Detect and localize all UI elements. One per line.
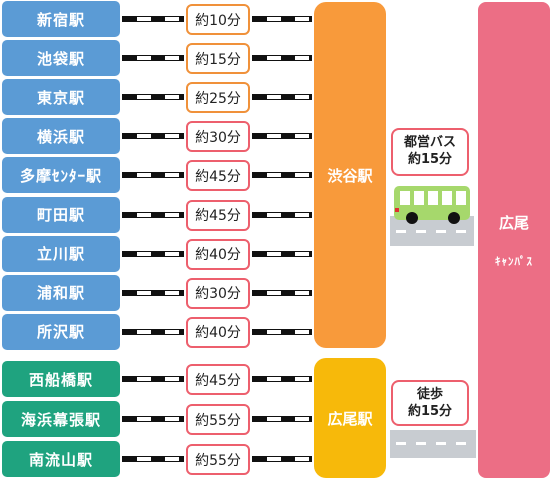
shibuya-route-track-left (122, 250, 184, 257)
shibuya-route-time: 約10分 (186, 4, 250, 35)
shibuya-route-track-right (252, 133, 312, 140)
shibuya-route-time: 約30分 (186, 277, 250, 309)
campus-sub: ｷｬﾝﾊﾟｽ (495, 254, 533, 268)
hiroo-route-track-left (122, 416, 184, 422)
shibuya-route-track-right (252, 289, 312, 296)
hiroo-route-track-left (122, 376, 184, 382)
hiroo-route-track-right (252, 416, 312, 422)
shibuya-route-track-left (122, 172, 184, 179)
bus-wheel-front (406, 212, 418, 224)
shibuya-route-station: 浦和駅 (2, 274, 120, 311)
shibuya-route-track-left (122, 211, 184, 218)
shibuya-route-track-left (122, 328, 184, 335)
shibuya-route-station: 多摩ｾﾝﾀｰ駅 (2, 157, 120, 194)
shibuya-route-time: 約40分 (186, 316, 250, 348)
shibuya-route-station: 東京駅 (2, 79, 120, 116)
hiroo-route-time: 約45分 (186, 364, 250, 395)
hiroo-route-track-right (252, 456, 312, 462)
walk-transfer-line2: 約15分 (407, 404, 453, 419)
bus-light (395, 208, 399, 212)
shibuya-route-time: 約45分 (186, 160, 250, 192)
shibuya-route-station: 新宿駅 (2, 1, 120, 37)
shibuya-route-track-right (252, 172, 312, 179)
shibuya-route-time: 約15分 (186, 43, 250, 75)
shibuya-route-track-left (122, 289, 184, 296)
shibuya-route-track-right (252, 328, 312, 335)
shibuya-route-station: 所沢駅 (2, 313, 120, 350)
shibuya-route-time: 約45分 (186, 199, 250, 231)
shibuya-route-track-right (252, 16, 312, 22)
bus-wheel-rear (448, 212, 460, 224)
shibuya-route-track-right (252, 211, 312, 218)
hiroo-hub-label: 広尾駅 (327, 409, 373, 428)
road-icon (390, 430, 476, 458)
bus-transfer-line1: 都営バス (403, 135, 456, 150)
bus-transfer-line2: 約15分 (407, 152, 453, 167)
hiroo-route-station: 南流山駅 (2, 441, 120, 477)
hiroo-route-station: 西船橋駅 (2, 361, 120, 397)
shibuya-route-track-right (252, 55, 312, 62)
walk-transfer-note: 徒歩 約15分 (391, 380, 469, 426)
bus-road-marking (396, 230, 406, 233)
walk-transfer-line1: 徒歩 (416, 387, 443, 402)
hiroo-route-time: 約55分 (186, 404, 250, 435)
shibuya-route-track-right (252, 94, 312, 101)
walk-road-marking (396, 442, 406, 445)
shibuya-route-track-right (252, 250, 312, 257)
hiroo-route-track-left (122, 456, 184, 462)
hiroo-route-time: 約55分 (186, 444, 250, 475)
shibuya-route-time: 約30分 (186, 121, 250, 153)
shibuya-route-station: 横浜駅 (2, 118, 120, 155)
campus-name: 広尾 (498, 213, 529, 232)
bus-icon (390, 186, 474, 246)
hiroo-campus: 広尾 ｷｬﾝﾊﾟｽ (478, 2, 550, 478)
hiroo-hub: 広尾駅 (314, 358, 386, 478)
bus-transfer-note: 都営バス 約15分 (391, 128, 469, 176)
hiroo-route-station: 海浜幕張駅 (2, 401, 120, 437)
shibuya-route-track-left (122, 133, 184, 140)
shibuya-hub-label: 渋谷駅 (327, 166, 373, 185)
shibuya-route-track-left (122, 94, 184, 101)
bus-window (400, 191, 410, 205)
shibuya-route-station: 町田駅 (2, 196, 120, 233)
shibuya-route-station: 立川駅 (2, 235, 120, 272)
shibuya-hub: 渋谷駅 (314, 2, 386, 348)
shibuya-route-track-left (122, 16, 184, 22)
shibuya-route-track-left (122, 55, 184, 62)
shibuya-route-station: 池袋駅 (2, 40, 120, 77)
shibuya-route-time: 約25分 (186, 82, 250, 114)
hiroo-route-track-right (252, 376, 312, 382)
shibuya-route-time: 約40分 (186, 238, 250, 270)
